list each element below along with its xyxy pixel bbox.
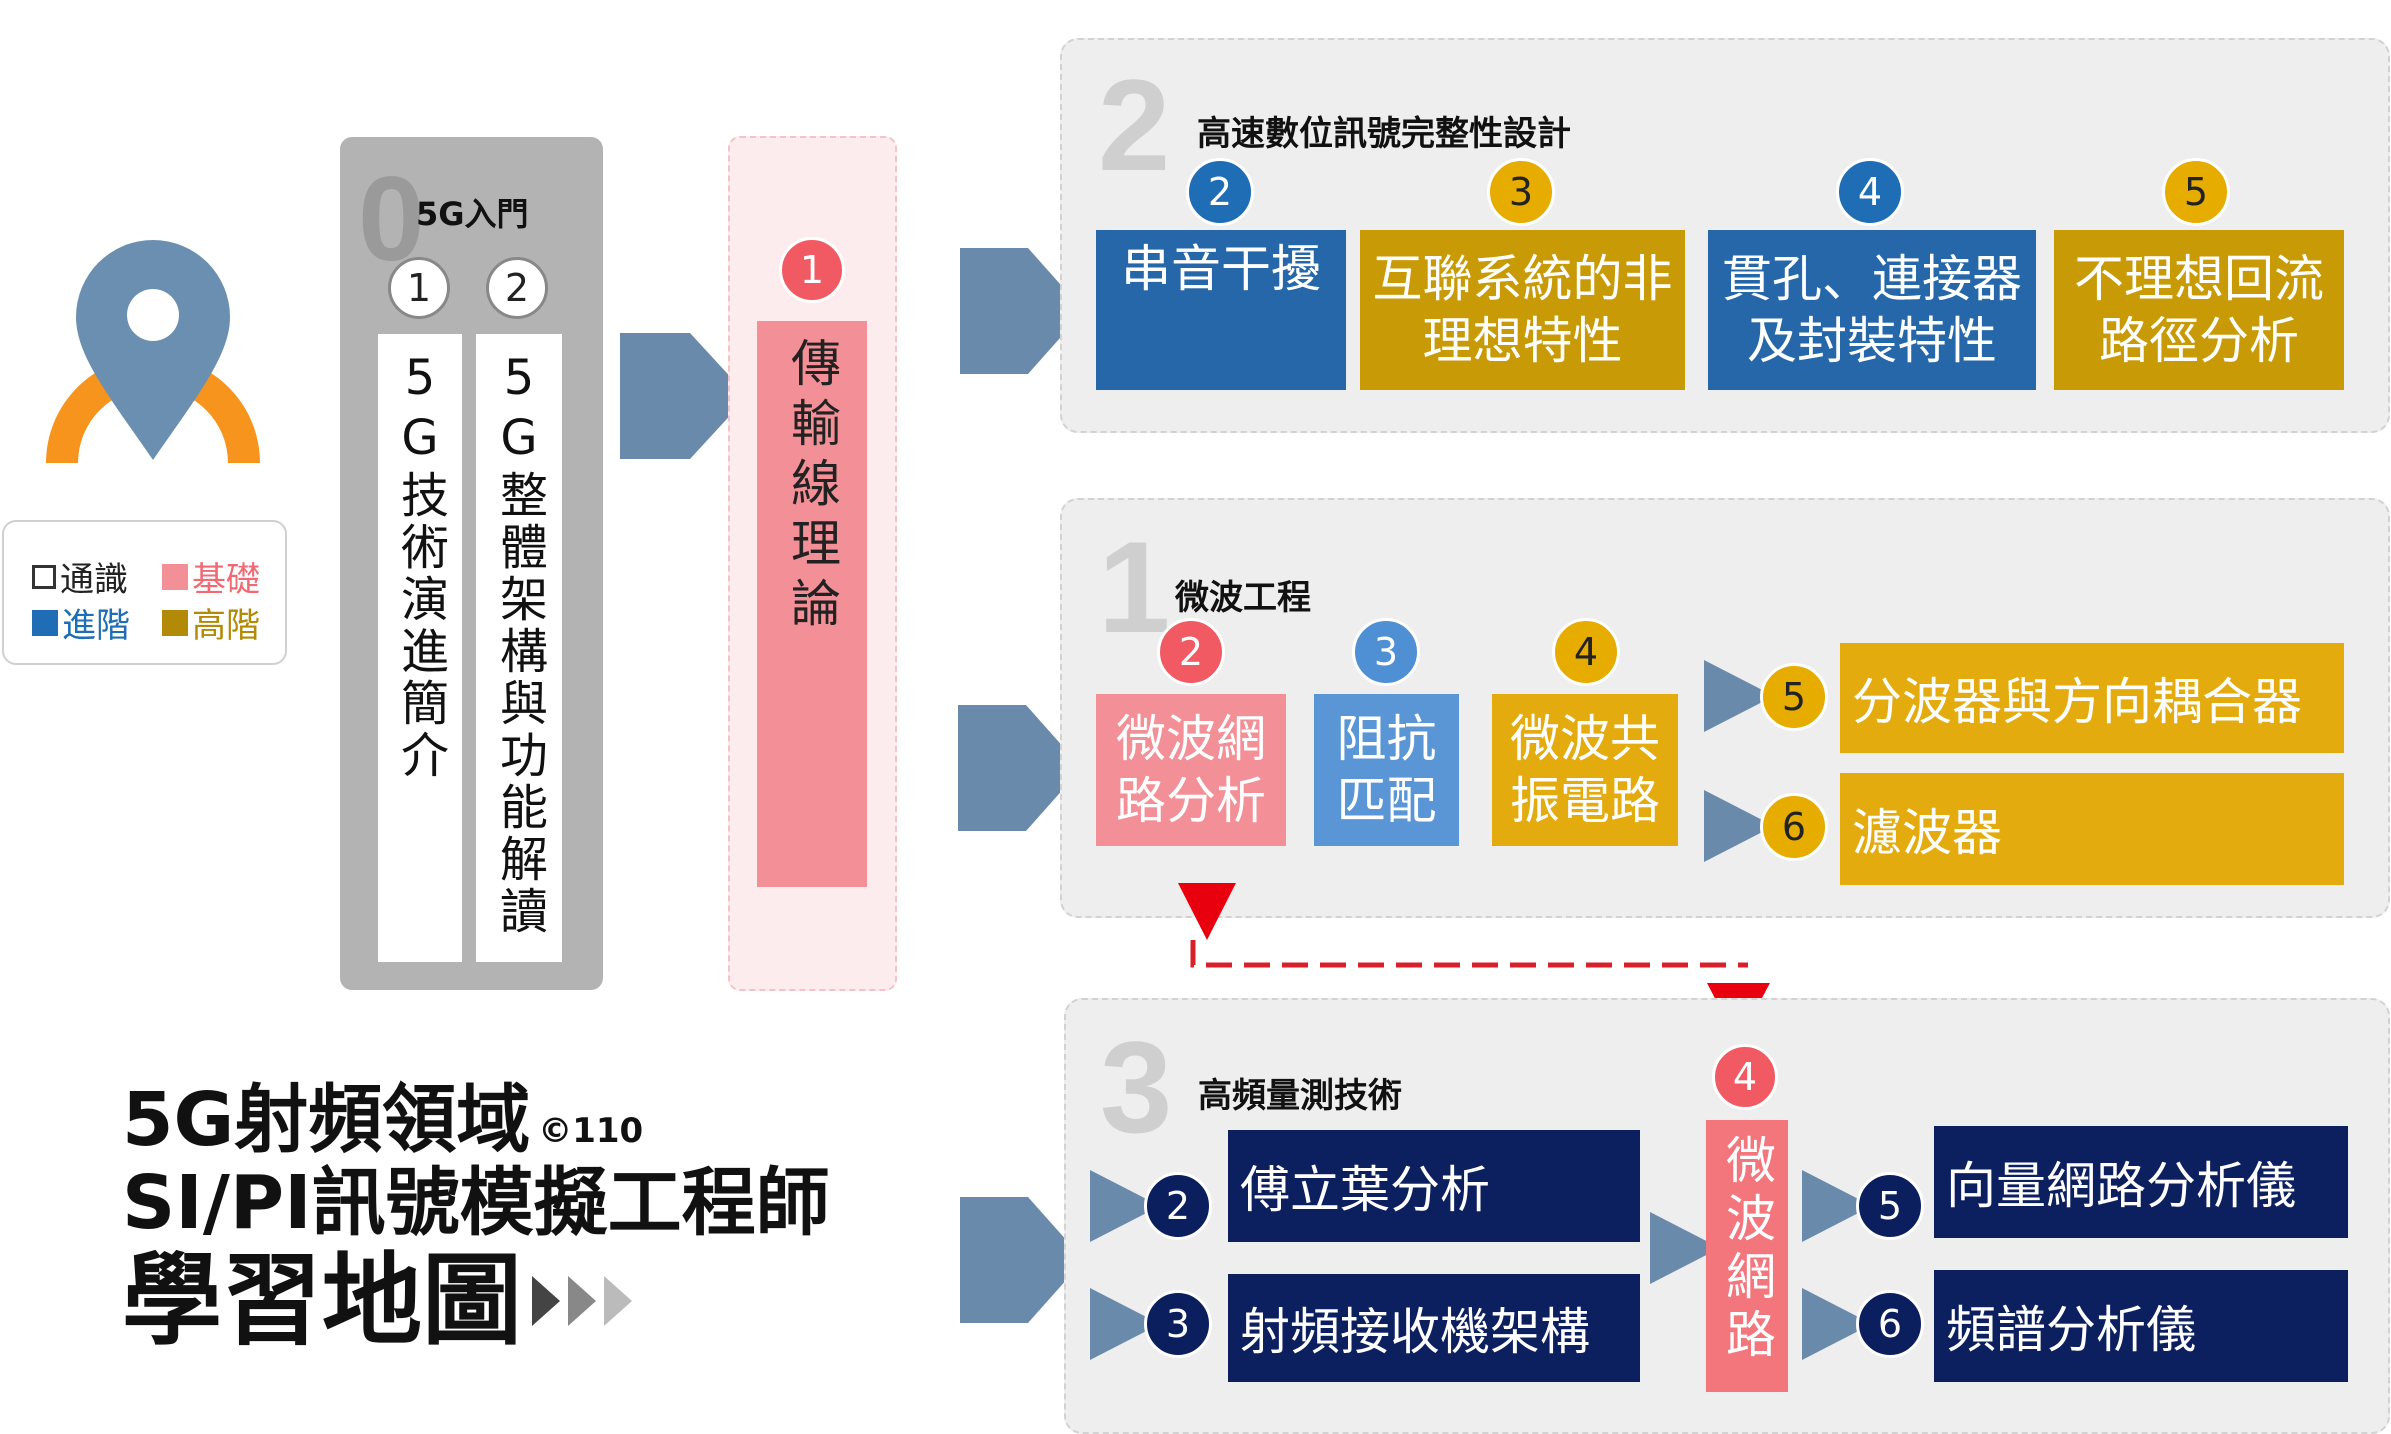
sub-arrow-icon [1802, 1170, 1872, 1242]
course-card[interactable]: 向量網路分析儀 [1934, 1126, 2348, 1238]
map-pin-icon [46, 240, 260, 463]
section-signal-integrity: 2 高速數位訊號完整性設計 2 串音干擾 3 互聯系統的非 理想特性 4 貫孔、… [1060, 38, 2390, 433]
step-badge: 3 [1487, 158, 1555, 226]
legend: 通識 基礎 進階 高階 [2, 520, 287, 665]
course-card[interactable]: 傅立葉分析 [1228, 1130, 1640, 1242]
course-card[interactable]: 串音干擾 [1096, 230, 1346, 390]
step-badge: 4 [1552, 618, 1620, 686]
step-badge: 6 [1856, 1290, 1924, 1358]
sub-arrow-icon [1704, 790, 1774, 862]
section-title: 高頻量測技術 [1198, 1076, 1402, 1116]
heading-line3: 學習地圖 [122, 1242, 522, 1360]
section-title: 5G入門 [416, 195, 529, 233]
legend-item-basic: 基礎 [162, 552, 260, 601]
course-card[interactable]: 阻抗 匹配 [1314, 694, 1459, 846]
sub-arrow-icon [1090, 1288, 1160, 1360]
section-intro: 0 5G入門 1 2 5G技術演進簡介 5G整體架構與功能解讀 [340, 137, 603, 990]
heading-line2: SI/PI訊號模擬工程師 [122, 1160, 830, 1247]
section-microwave: 1 微波工程 2 微波網 路分析 3 阻抗 匹配 4 微波共 振電路 5 分波器… [1060, 498, 2390, 918]
sub-arrow-icon [1704, 660, 1774, 732]
flow-arrow-icon [960, 1197, 1084, 1323]
triple-chevron-icon [532, 1276, 632, 1327]
section-measurement: 3 高頻量測技術 2 傅立葉分析 3 射頻接收機架構 4 微波網路 5 向量網路… [1064, 998, 2390, 1434]
course-card[interactable]: 射頻接收機架構 [1228, 1274, 1640, 1382]
flow-arrow-icon [960, 248, 1084, 374]
step-badge: 2 [486, 257, 548, 319]
flow-arrow-icon [620, 333, 748, 459]
legend-item-advanced: 進階 [32, 598, 130, 647]
copyright-text: ©110 [538, 1111, 644, 1152]
legend-swatch-icon [32, 564, 56, 589]
course-card[interactable]: 5G技術演進簡介 [378, 334, 462, 962]
legend-item-general: 通識 [32, 552, 128, 601]
course-card[interactable]: 互聯系統的非 理想特性 [1360, 230, 1685, 390]
sub-arrow-icon [1650, 1212, 1720, 1284]
flow-arrow-icon [958, 705, 1082, 831]
step-badge: 3 [1144, 1290, 1212, 1358]
step-badge: 6 [1760, 793, 1828, 861]
course-card[interactable]: 分波器與方向耦合器 [1840, 643, 2344, 753]
course-card[interactable]: 不理想回流 路徑分析 [2054, 230, 2344, 390]
course-card[interactable]: 微波共 振電路 [1492, 694, 1678, 846]
step-badge: 5 [1856, 1172, 1924, 1240]
section-title: 微波工程 [1175, 578, 1311, 618]
course-card[interactable]: 貫孔、連接器 及封裝特性 [1708, 230, 2036, 390]
step-badge: 4 [1836, 158, 1904, 226]
course-card[interactable]: 頻譜分析儀 [1934, 1270, 2348, 1382]
step-badge: 5 [1760, 663, 1828, 731]
step-badge: 2 [1186, 158, 1254, 226]
step-badge: 4 [1712, 1044, 1778, 1110]
sub-arrow-icon [1090, 1170, 1160, 1242]
course-card[interactable]: 微波網 路分析 [1096, 694, 1286, 846]
step-badge: 1 [779, 237, 845, 303]
heading-line1: 5G射頻領域 [122, 1077, 531, 1163]
step-badge: 1 [388, 257, 450, 319]
step-badge: 2 [1144, 1172, 1212, 1240]
section-number: 2 [1098, 52, 1171, 198]
course-card[interactable]: 傳輸線理論 [757, 321, 867, 887]
page-heading: 5G射頻領域 ©110 SI/PI訊號模擬工程師 學習地圖 [122, 1077, 942, 1360]
course-card[interactable]: 微波網路 [1706, 1120, 1788, 1392]
section-title: 高速數位訊號完整性設計 [1197, 114, 1571, 154]
step-badge: 5 [2162, 158, 2230, 226]
step-badge: 2 [1157, 618, 1225, 686]
legend-swatch-icon [162, 609, 188, 636]
sub-arrow-icon [1802, 1288, 1872, 1360]
section-number: 3 [1100, 1014, 1173, 1160]
legend-item-expert: 高階 [162, 598, 260, 647]
course-card[interactable]: 濾波器 [1840, 773, 2344, 885]
section-foundation: 1 傳輸線理論 [728, 136, 897, 991]
course-card[interactable]: 5G整體架構與功能解讀 [476, 334, 562, 962]
legend-swatch-icon [32, 609, 58, 636]
section-number: 1 [1098, 514, 1171, 660]
legend-swatch-icon [162, 563, 188, 590]
step-badge: 3 [1352, 618, 1420, 686]
